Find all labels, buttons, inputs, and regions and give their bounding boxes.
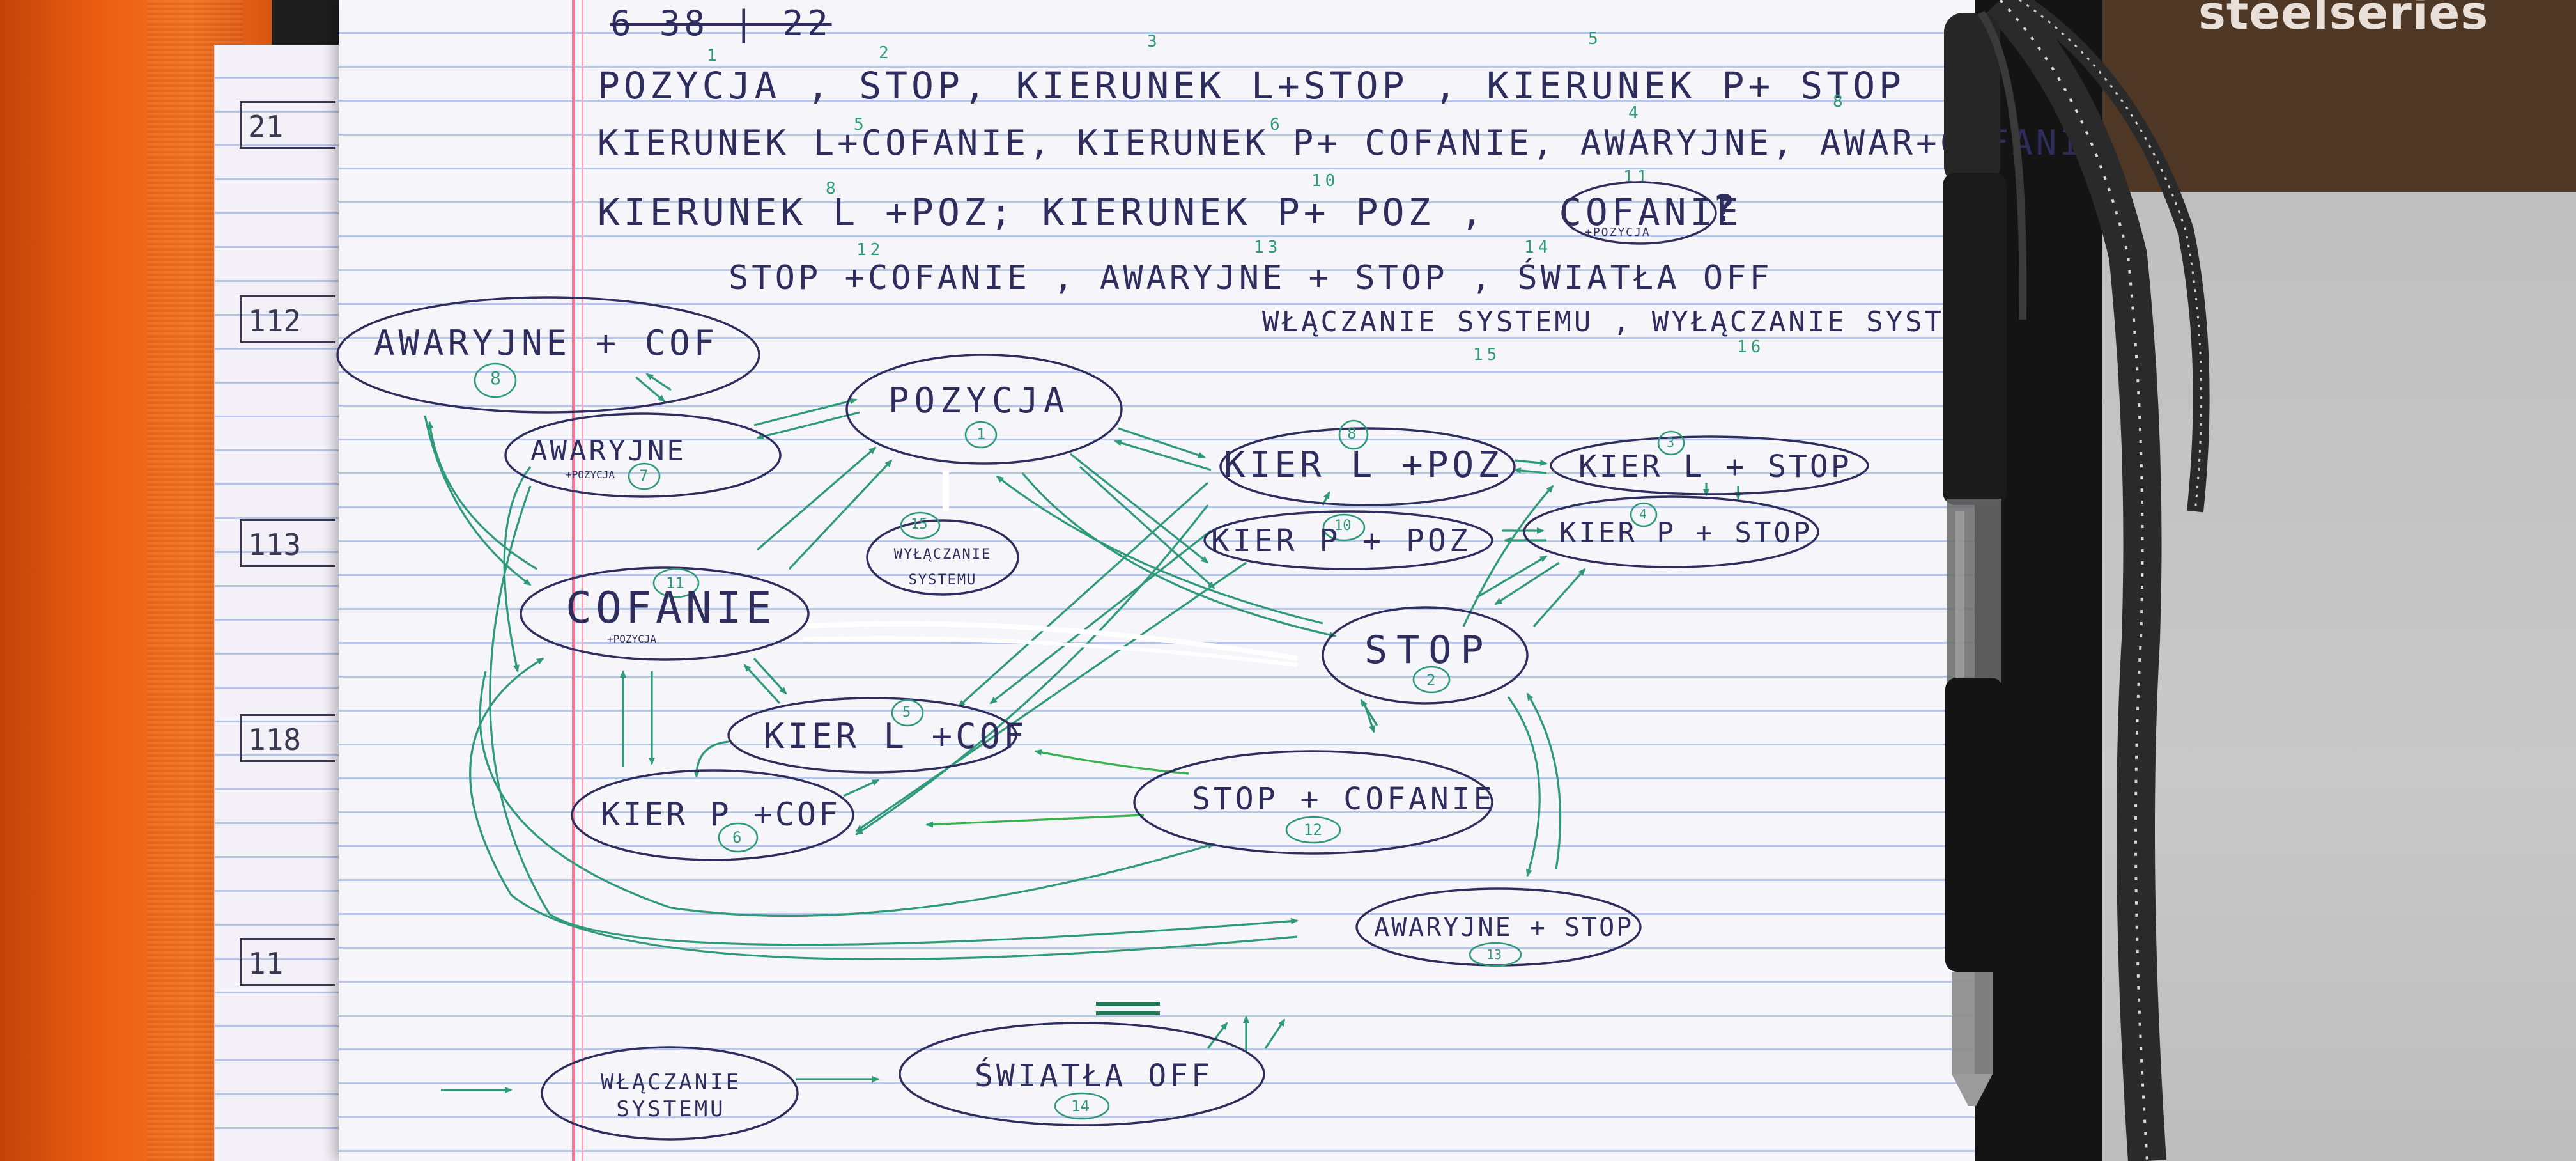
node-number: 13 [1486,947,1502,962]
crossed-number: 6 38 | 22 [610,3,832,43]
node-shape-wylaczanie-inner [866,519,1019,596]
node-number: 8 [1347,425,1357,442]
underlying-page-lines [214,45,355,1161]
pen-and-lanyard [1943,0,2210,1161]
node-shape-kier-l-stop [1550,435,1869,495]
transition-arrows [424,373,1741,1093]
node-number: 15 [911,517,928,533]
page-margin-line-2 [582,0,583,1161]
node-shape-wlaczanie [541,1046,799,1141]
legend-number: 10 [1311,171,1339,191]
margin-number: 113 [240,519,335,567]
legend-number: 1 [707,46,721,65]
node-kier-p-cof: KIER P +COF [601,796,841,833]
node-shape-kier-l-poz [1219,427,1516,506]
node-number: 11 [666,574,684,592]
node-swiatla-off: ŚWIATŁA OFF [975,1058,1213,1094]
node-shape-pozycja [845,354,1123,465]
number-circles [474,362,1685,1120]
legend-number: 16 [1737,338,1765,357]
legend-cofanie-circle [1561,181,1717,245]
node-number: 7 [639,467,649,485]
legend-number: 4 [1628,104,1642,123]
node-number: 4 [1639,506,1647,522]
node-stop: STOP [1364,628,1493,673]
node-number: 10 [1334,518,1352,534]
legend-number: 3 [1147,32,1161,51]
node-shape-stop-cofanie [1133,750,1493,855]
node-shape-cofanie [520,566,810,661]
node-shape-swiatla-off [899,1022,1265,1126]
pen-clip [1978,10,2027,320]
node-awar-cof: AWARYJNE + COF [374,323,719,363]
node-kier-l-poz: KIER L +POZ [1224,444,1503,486]
node-kier-l-cof: KIER L +COF [764,716,1028,756]
pen-tip [1952,1074,1993,1106]
margin-number: 11 [240,938,335,986]
node-shape-awaryjne [504,412,782,498]
pen-tip-section [1952,972,1993,1074]
legend-number: 12 [856,240,884,260]
legend-number: 5 [1588,29,1602,49]
node-number: 1 [976,425,986,443]
legend-number: 8 [826,179,840,198]
node-number: 2 [1426,671,1436,689]
pen-barrel [1947,499,2001,690]
legend-number: 8 [1833,92,1847,111]
node-number: 5 [902,705,911,721]
node-wylaczanie-inner: WYŁĄCZANIE SYSTEMU [893,547,992,588]
node-number: 8 [490,368,501,389]
pen-grip [1943,173,2007,505]
desk-grey [2102,192,2576,1161]
node-kier-l-stop: KIER L + STOP [1578,449,1852,485]
pen-rubber-grip [1945,678,2003,972]
legend-number: 6 [1270,115,1284,134]
node-shape-kier-p-stop [1523,495,1819,568]
node-stop-cofanie: STOP + COFANIE [1192,781,1495,817]
legend-number: 15 [1473,345,1501,364]
node-pozycja: POZYCJA [888,380,1070,421]
state-nodes [336,181,1869,1141]
node-shape-stop [1322,606,1529,705]
node-shape-kier-p-poz [1203,510,1493,570]
node-sub: +POZYCJA [566,469,615,481]
legend-number: 14 [1524,238,1552,257]
margin-number: 118 [240,714,335,762]
node-wlaczanie: WŁĄCZANIE SYSTEMU [600,1070,742,1122]
node-number: 3 [1667,435,1675,450]
legend-line-5: WŁĄCZANIE SYSTEMU , WYŁĄCZANIE SYSTEMU [1262,306,2003,338]
node-number: 14 [1071,1097,1090,1115]
node-sub: +POZYCJA [607,633,657,645]
legend-number: 5 [854,115,868,134]
node-shape-awar-cof [336,296,760,414]
mousepad-brown [2102,0,2576,192]
legend-number: 13 [1254,238,1282,257]
node-awaryjne: AWARYJNE [530,435,686,467]
node-shape-kier-l-cof [727,697,1017,774]
margin-number: 21 [240,101,335,149]
legend-line-2: KIERUNEK L+COFANIE, KIERUNEK P+ COFANIE,… [598,123,2108,163]
page-margin-line [572,0,575,1161]
legend-line-3: KIERUNEK L +POZ; KIERUNEK P+ POZ , [598,191,1487,234]
node-cofanie: COFANIE [566,583,776,634]
eraser-mark [798,621,1298,661]
node-kier-p-poz: KIER P + POZ [1211,523,1471,559]
margin-number: 112 [240,295,335,343]
node-number: 6 [732,829,742,846]
pen-cap [1944,13,2000,185]
node-awar-stop: AWARYJNE + STOP [1374,913,1634,942]
lanyard-stitching [1999,0,2148,1161]
legend-cofanie-sub: +POZYCJA [1585,226,1651,239]
question-mark: ? [1713,187,1739,230]
node-kier-p-stop: KIER P + STOP [1559,517,1813,549]
legend-line-4: STOP +COFANIE , AWARYJNE + STOP , ŚWIATŁ… [729,259,1773,297]
eraser-mark [801,636,1298,667]
legend-line-1: POZYCJA , STOP, KIERUNEK L+STOP , KIERUN… [598,64,1905,107]
page-ruled-lines [339,0,1975,1161]
node-number: 12 [1304,821,1322,839]
node-shape-kier-p-cof [571,769,854,861]
steelseries-logo: steelseries [2198,0,2489,40]
legend-number: 2 [879,43,893,63]
